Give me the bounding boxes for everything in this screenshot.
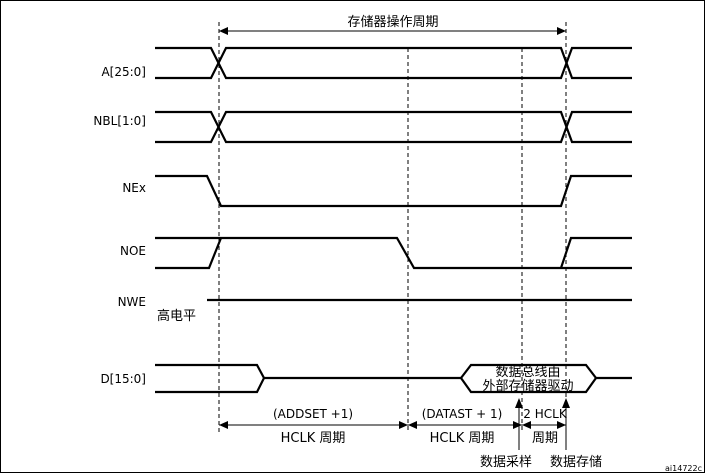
addset-label: (ADDSET +1) (273, 407, 353, 421)
waveform-noe-lower (155, 237, 223, 270)
signal-label-data: D[15:0] (100, 372, 146, 386)
data-bus-note-line1: 数据总线由 (495, 365, 560, 380)
data-bus-note-line2: 外部存储器驱动 (482, 379, 573, 394)
signal-label-nbl: NBL[1:0] (93, 114, 146, 128)
waveform-noe-rise (559, 236, 632, 269)
memory-cycle-arrow-head-left (219, 27, 228, 35)
store-pointer-head (562, 398, 570, 408)
addset-unit-label: HCLK 周期 (281, 431, 346, 446)
datast-arrow-head-left (408, 421, 417, 429)
memory-cycle-arrow-head-right (557, 27, 566, 35)
hclk2-arrow-head-left (522, 421, 531, 429)
hclk2-unit-label: 周期 (532, 431, 558, 446)
signal-label-noe: NOE (120, 244, 146, 258)
signal-label-address: A[25:0] (101, 65, 146, 79)
waveform-nex (155, 174, 632, 208)
datast-unit-label: HCLK 周期 (430, 431, 495, 446)
figure-id: ai14722c (665, 464, 702, 473)
datast-label: (DATAST + 1) (422, 407, 503, 421)
data-store-label: 数据存储 (550, 455, 602, 470)
data-sample-label: 数据采样 (480, 455, 532, 470)
sample-pointer-head (515, 398, 523, 408)
hclk2-arrow-head-right (557, 421, 566, 429)
waveform-address (155, 46, 632, 80)
signal-label-nex: NEx (122, 181, 146, 195)
addset-arrow-head-right (399, 421, 408, 429)
nwe-high-note: 高电平 (157, 308, 196, 324)
waveform-data (155, 363, 632, 394)
hclk2-label: 2 HCLK (523, 407, 568, 421)
signal-label-nwe: NWE (118, 295, 146, 309)
datast-arrow-head-right (513, 421, 522, 429)
waveform-nbl (155, 110, 632, 144)
addset-arrow-head-left (219, 421, 228, 429)
memory-cycle-title: 存储器操作周期 (347, 14, 438, 30)
waveform-noe-upper (155, 236, 632, 270)
